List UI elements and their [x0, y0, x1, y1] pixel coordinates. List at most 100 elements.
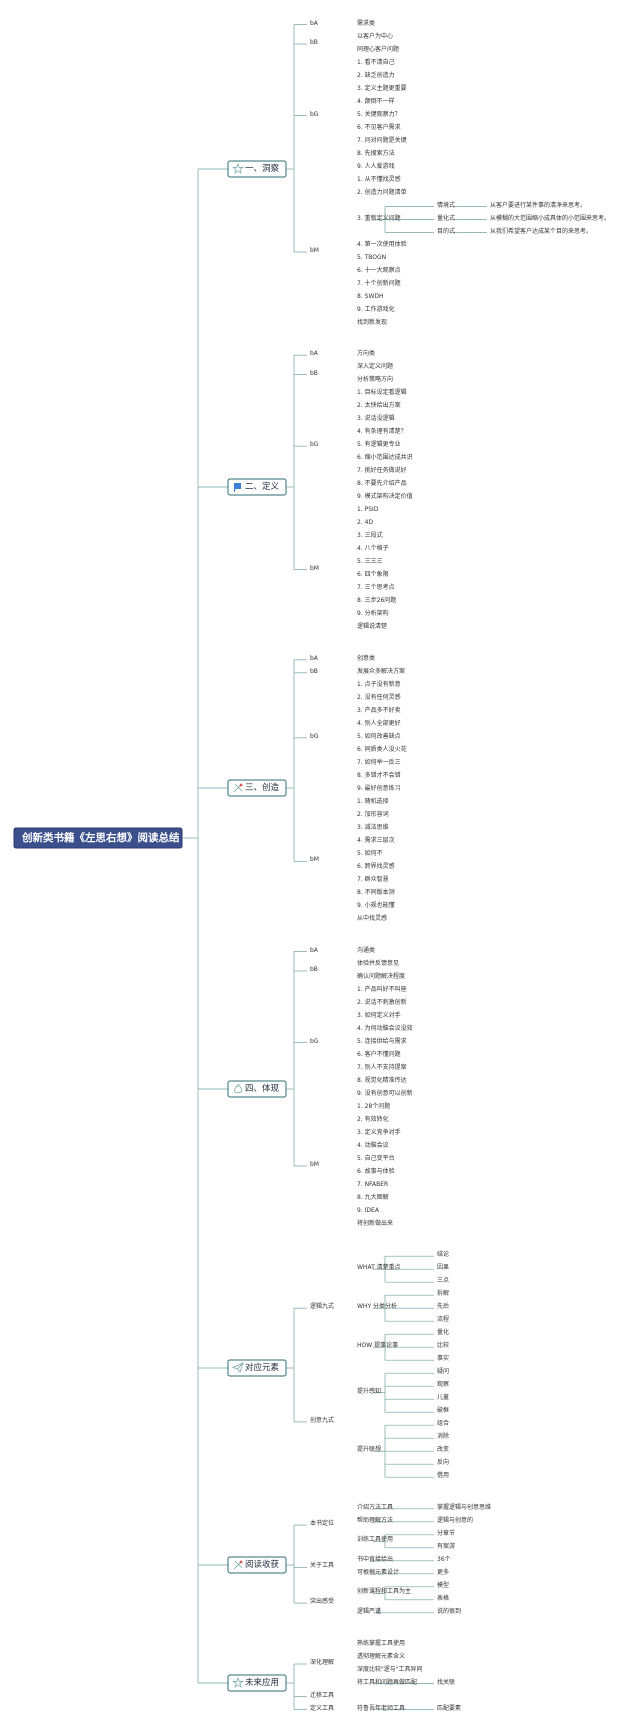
node-level-2: 创新课程和工具为主 — [357, 1588, 412, 1596]
node-level-3: 拆解 — [437, 1290, 450, 1298]
node-level-2: WHY 分类分析 — [357, 1303, 398, 1311]
node-level-2: 7. 三个思考点 — [357, 584, 395, 592]
node-level-3: 更多 — [437, 1568, 450, 1576]
node-level-2: 3. 产品多不好卖 — [357, 706, 401, 714]
node-level-3: 破框 — [437, 1407, 450, 1415]
node-level-1: bG — [310, 732, 319, 740]
node-level-2: 沟通类 — [357, 946, 376, 954]
node-level-2: 2. 说话不刺激创新 — [357, 998, 407, 1006]
node-level-3: 反向 — [437, 1459, 450, 1467]
node-level-2: 5. 连接供给与需求 — [357, 1037, 407, 1045]
node-level-2: 4. 需求三层次 — [357, 836, 395, 844]
node-level-2: 提升感知 — [357, 1387, 382, 1395]
node-level-2: 2. 加形容词 — [357, 810, 389, 818]
node-level-2: 3. 说话没逻辑 — [357, 415, 395, 423]
node-level-2: 7. 别人不支持提案 — [357, 1063, 407, 1071]
node-level-4: 从我们希望客户达成某个目的来思考。 — [490, 227, 593, 235]
node-level-1: 突出感受 — [310, 1598, 335, 1606]
node-level-2: 6. 四个象限 — [357, 571, 389, 579]
node-level-2: 2. 没有任何灵感 — [357, 693, 401, 701]
root-title: 创新类书籍《左思右想》阅读总结 — [22, 832, 180, 844]
node-level-3: 事实 — [437, 1355, 450, 1363]
node-level-2: 确认问题解决程度 — [357, 972, 406, 980]
node-level-1: 逻辑九式 — [310, 1303, 335, 1311]
node-level-2: 需求类 — [357, 19, 376, 27]
node-level-2: 1. 目标设定看逻辑 — [357, 389, 407, 397]
branch-label: 四、体现 — [245, 1084, 280, 1094]
node-level-2: 8. 不同版本测 — [357, 888, 395, 896]
node-level-2: 创意类 — [357, 654, 376, 662]
node-level-1: bA — [310, 350, 318, 358]
node-level-3: 模型 — [437, 1581, 450, 1589]
node-level-2: 7. 挑好任务做说好 — [357, 467, 407, 475]
node-level-2: 6. 故事与体验 — [357, 1167, 395, 1175]
node-level-1: bG — [310, 1037, 319, 1045]
node-level-2: 4. 颠倒不一样 — [357, 97, 395, 105]
node-level-2: 4. 八个格子 — [357, 545, 389, 553]
node-level-2: 分析策略方向 — [357, 376, 394, 384]
node-level-2: 2. 缺乏创造力 — [357, 71, 395, 79]
node-level-2: 帮助理解方法 — [357, 1516, 394, 1524]
node-level-2: 8. 视觉化精准传达 — [357, 1076, 407, 1084]
node-level-2: 以客户为中心 — [357, 32, 394, 40]
node-level-2: 6. 十一大观察点 — [357, 266, 401, 274]
branch-label: 未来应用 — [245, 1678, 280, 1688]
node-level-2: 6. 同质类人没火花 — [357, 745, 407, 753]
node-level-3: 情境式 — [437, 201, 456, 209]
node-level-2: 1. 从不懂找灵感 — [357, 175, 401, 183]
node-level-2: 2. 太快给出方案 — [357, 402, 401, 410]
node-level-2: 7. 十个创新问题 — [357, 279, 401, 287]
node-level-2: 7. 群众智慧 — [357, 875, 389, 883]
node-level-4: 从客户要进行某件事的清净来思考。 — [490, 201, 587, 209]
node-level-1: bA — [310, 946, 318, 954]
node-level-3: 疑问 — [437, 1368, 450, 1376]
star-outline-icon — [232, 162, 244, 174]
branch-label: 三、创造 — [245, 783, 280, 793]
branch-label: 对应元素 — [245, 1363, 280, 1373]
node-level-2: 5. 如何不 — [357, 849, 383, 857]
branch-label: 一、洞察 — [245, 164, 280, 174]
node-level-2: 9. 分析架构 — [357, 610, 389, 618]
node-level-1: bG — [310, 441, 319, 449]
node-level-2: 8. SWDH — [357, 292, 384, 300]
node-level-2: 同理心客户问题 — [357, 45, 400, 53]
node-level-2: 训练工具使用 — [357, 1536, 394, 1544]
node-level-2: 找到新发现 — [357, 318, 388, 326]
node-level-2: 1. 产品叫好不叫座 — [357, 985, 407, 993]
node-level-1: 定义工具 — [310, 1704, 335, 1712]
node-level-3: 观察 — [437, 1381, 450, 1389]
node-level-1: 迁移工具 — [310, 1691, 335, 1699]
node-level-2: 9. 模式架构决定价值 — [357, 493, 413, 501]
node-level-2: 4. 有条理有清楚？ — [357, 428, 407, 436]
node-level-3: 借用 — [437, 1472, 450, 1480]
node-level-3: 逻辑与创意的 — [437, 1516, 474, 1524]
node-level-3: 流程 — [437, 1316, 450, 1324]
node-level-2: 2. 创造力问题清单 — [357, 188, 407, 196]
node-level-2: 9. 人人爱游戏 — [357, 162, 395, 170]
node-level-3: 36个 — [437, 1555, 451, 1563]
node-level-3: 量化 — [437, 1329, 450, 1337]
node-level-2: 将创新做出来 — [357, 1219, 394, 1227]
node-level-3: 结论 — [437, 1251, 450, 1259]
node-level-2: WHAT 清楚重点 — [357, 1264, 401, 1272]
node-level-1: bM — [310, 856, 319, 864]
node-level-2: 5. TBOGN — [357, 253, 387, 261]
node-level-1: bB — [310, 39, 318, 46]
branch-label: 二、定义 — [245, 482, 280, 492]
node-level-2: 8. 多错才不会错 — [357, 771, 401, 779]
node-level-2: 3. 三段式 — [357, 532, 383, 540]
node-level-2: 1. 点子没有新意 — [357, 680, 401, 688]
node-level-2: 7. NFABER — [357, 1180, 389, 1188]
node-level-3: 匹配要素 — [437, 1704, 462, 1712]
node-level-2: 2. 有效转化 — [357, 1115, 389, 1123]
node-level-2: 将工具和问题再做匹配 — [357, 1678, 418, 1686]
node-level-1: 关于工具 — [310, 1562, 335, 1570]
node-level-2: 深度比较"逻与"工具异同 — [357, 1665, 423, 1673]
node-level-2: 9. 最好创意练习 — [357, 784, 401, 792]
branch-label: 阅读收获 — [245, 1560, 280, 1570]
paper-plane-icon — [232, 1362, 244, 1373]
node-level-2: 介绍方法工具 — [357, 1503, 394, 1511]
node-level-1: bB — [310, 369, 318, 377]
node-level-2: 6. 缩小范围达成共识 — [357, 454, 413, 462]
